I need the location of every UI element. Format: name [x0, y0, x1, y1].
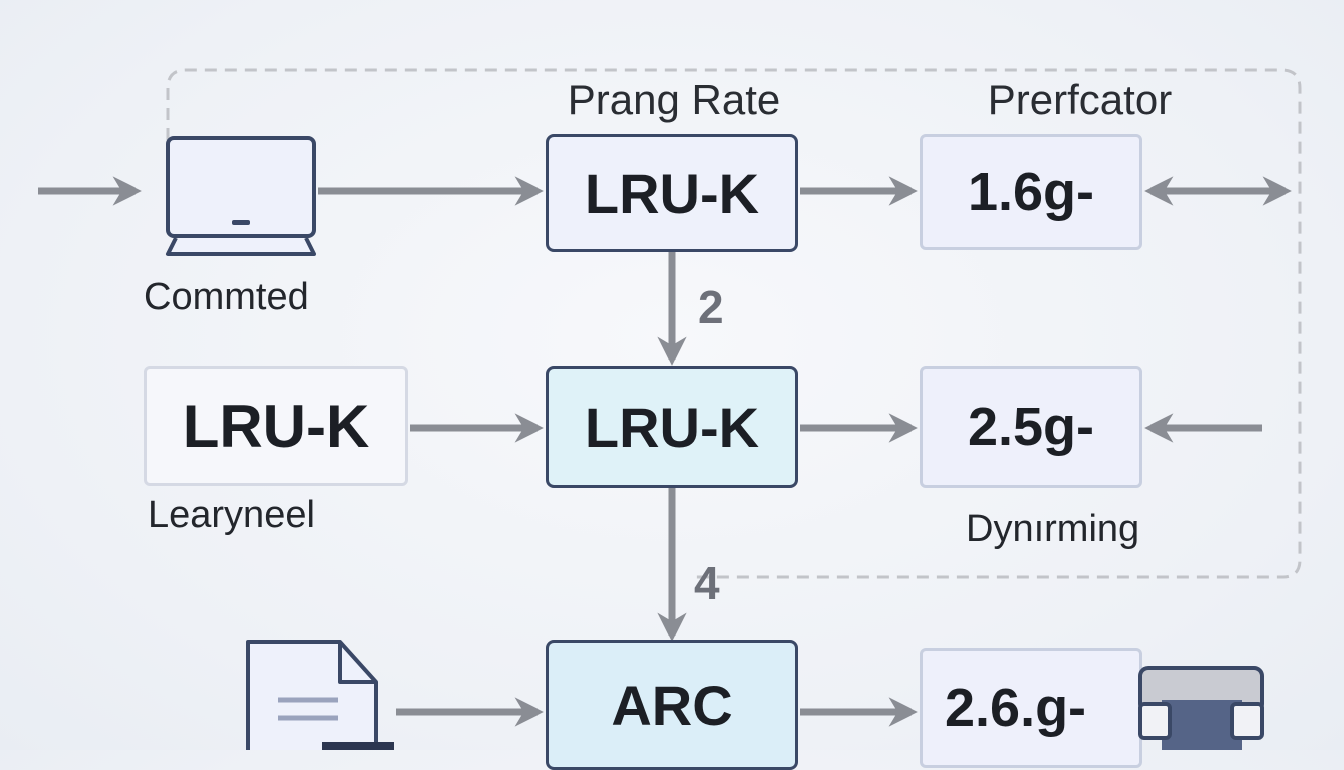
connector-layer — [38, 68, 1302, 727]
metric-box-3: 2.6.g- — [920, 648, 1142, 768]
policy-node-3: ARC — [546, 640, 798, 770]
step-number-2: 2 — [698, 281, 724, 333]
metric-box-1: 1.6g- — [920, 134, 1142, 250]
left-policy-box: LRU-K — [144, 366, 408, 486]
column-header-metric: Prerfcator — [987, 76, 1173, 123]
document-icon — [246, 640, 394, 750]
feedback-loop-dashed — [166, 68, 1302, 579]
column-header-policy: Prang Rate — [567, 76, 781, 123]
monitor-icon — [166, 136, 316, 256]
caption-right-box: Dynırming — [966, 508, 1140, 550]
caption-left-box: Learyneel — [148, 494, 315, 536]
policy-node-1: LRU-K — [546, 134, 798, 252]
metric-box-2: 2.5g- — [920, 366, 1142, 488]
step-number-4: 4 — [694, 557, 720, 609]
policy-node-2: LRU-K — [546, 366, 798, 488]
server-icon — [1138, 666, 1264, 750]
caption-computer: Commted — [144, 276, 309, 318]
